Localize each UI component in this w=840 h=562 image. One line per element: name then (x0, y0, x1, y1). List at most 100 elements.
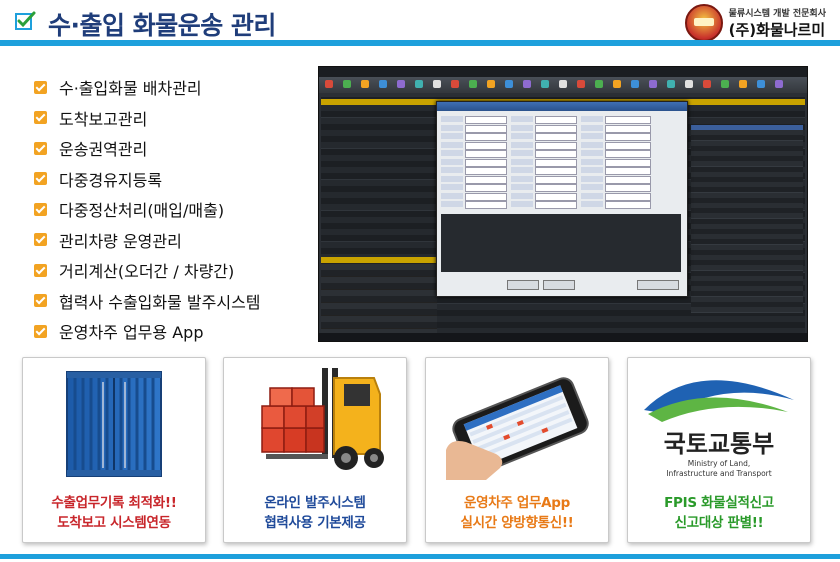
toolbar-icon (379, 80, 387, 88)
dialog-label (581, 158, 603, 165)
card-title: 온라인 발주시스템 (264, 495, 366, 511)
check-icon (34, 263, 47, 277)
card-container: 운영차주 업무App 실시간 양방향통신!! (425, 357, 609, 543)
grid-row (321, 328, 437, 335)
toolbar-icon (325, 80, 333, 88)
toolbar-icon (415, 80, 423, 88)
screenshot-dialog (436, 101, 688, 297)
toolbar-icon (631, 80, 639, 88)
grid-row (321, 257, 437, 263)
check-icon (34, 294, 47, 308)
dialog-label (581, 124, 603, 131)
dialog-grid (441, 214, 681, 272)
check-icon (34, 111, 47, 125)
toolbar-icon (451, 80, 459, 88)
dialog-label (441, 133, 463, 139)
dialog-field (605, 124, 651, 133)
dialog-label (441, 192, 463, 199)
dialog-field (465, 158, 507, 167)
grid-row (321, 263, 437, 270)
dialog-label (581, 184, 603, 190)
dialog-label (441, 150, 463, 156)
screenshot-side-grid (691, 125, 803, 315)
toolbar-icon (667, 80, 675, 88)
check-icon (34, 80, 47, 94)
dialog-field (605, 133, 651, 141)
toolbar-icon (433, 80, 441, 88)
dialog-titlebar (437, 102, 687, 111)
dialog-label (581, 201, 603, 207)
card-container: 국토교통부 Ministry of Land, Infrastructure a… (627, 357, 811, 543)
toolbar-icon (397, 80, 405, 88)
dialog-label (441, 184, 463, 190)
dialog-field (465, 150, 507, 158)
dialog-field (465, 184, 507, 192)
check-icon (34, 172, 47, 186)
toolbar-icon (469, 80, 477, 88)
toolbar-icon (559, 80, 567, 88)
dialog-field (605, 116, 651, 124)
toolbar-icon (721, 80, 729, 88)
dialog-label (441, 175, 463, 182)
card-subtitle: 협력사용 기본제공 (264, 515, 366, 531)
dialog-label (511, 158, 533, 165)
feature-item: 도착보고관리 (34, 103, 261, 134)
toolbar-icon (541, 80, 549, 88)
check-icon (34, 202, 47, 216)
dialog-field (535, 201, 577, 209)
ministry-name-en-2: Infrastructure and Transport (666, 469, 771, 478)
dialog-field (535, 167, 577, 175)
grid-row (321, 322, 437, 328)
feature-item: 협력사 수출입화물 발주시스템 (34, 286, 261, 317)
feature-item: 거리계산(오더간 / 차량간) (34, 255, 261, 286)
card-title: FPIS 화물실적신고 (664, 495, 774, 511)
dialog-field (605, 201, 651, 209)
shipping-container-icon (66, 371, 162, 477)
dialog-field (465, 141, 507, 150)
dialog-field (605, 158, 651, 167)
check-icon (34, 141, 47, 155)
card-subtitle: 신고대상 판별!! (674, 515, 764, 531)
toolbar-icon (505, 80, 513, 88)
dialog-field (605, 150, 651, 158)
dialog-field (465, 175, 507, 184)
grid-row (321, 302, 437, 309)
header-divider (0, 40, 840, 46)
toolbar-icon (487, 80, 495, 88)
brand-name: (주)화물나르미 (728, 21, 826, 39)
dialog-label (511, 124, 533, 131)
check-icon (34, 233, 47, 247)
dialog-field (535, 133, 577, 141)
dialog-field (535, 116, 577, 124)
dialog-button (637, 280, 679, 290)
grid-row (321, 315, 437, 322)
dialog-label (581, 175, 603, 182)
dialog-label (581, 167, 603, 173)
card-subtitle: 도착보고 시스템연동 (57, 515, 171, 531)
toolbar-icon (775, 80, 783, 88)
dialog-label (511, 133, 533, 139)
grid-row (321, 276, 437, 283)
brand-tagline: 물류시스템 개발 전문회사 (728, 9, 826, 19)
dialog-label (441, 158, 463, 165)
toolbar-icon (613, 80, 621, 88)
screenshot-statusbar (319, 333, 807, 341)
feature-item: 다중경유지등록 (34, 164, 261, 195)
dialog-field (465, 192, 507, 201)
feature-item: 관리차량 운영관리 (34, 225, 261, 256)
card-container: 온라인 발주시스템 협력사용 기본제공 (223, 357, 407, 543)
dialog-field (465, 116, 507, 124)
dialog-field (535, 124, 577, 133)
dialog-label (581, 141, 603, 148)
dialog-label (511, 201, 533, 207)
dialog-field (465, 201, 507, 209)
card-container: 수출업무기록 최적화!! 도착보고 시스템연동 (22, 357, 206, 543)
feature-item: 운송권역관리 (34, 133, 261, 164)
dialog-label (581, 150, 603, 156)
dialog-label (581, 192, 603, 199)
feature-item: 운영차주 업무용 App (34, 316, 261, 347)
dialog-label (441, 116, 463, 122)
dialog-label (581, 116, 603, 122)
ministry-name-ko: 국토교통부 (664, 430, 774, 458)
page-title: 수·출입 화물운송 관리 (48, 11, 276, 40)
